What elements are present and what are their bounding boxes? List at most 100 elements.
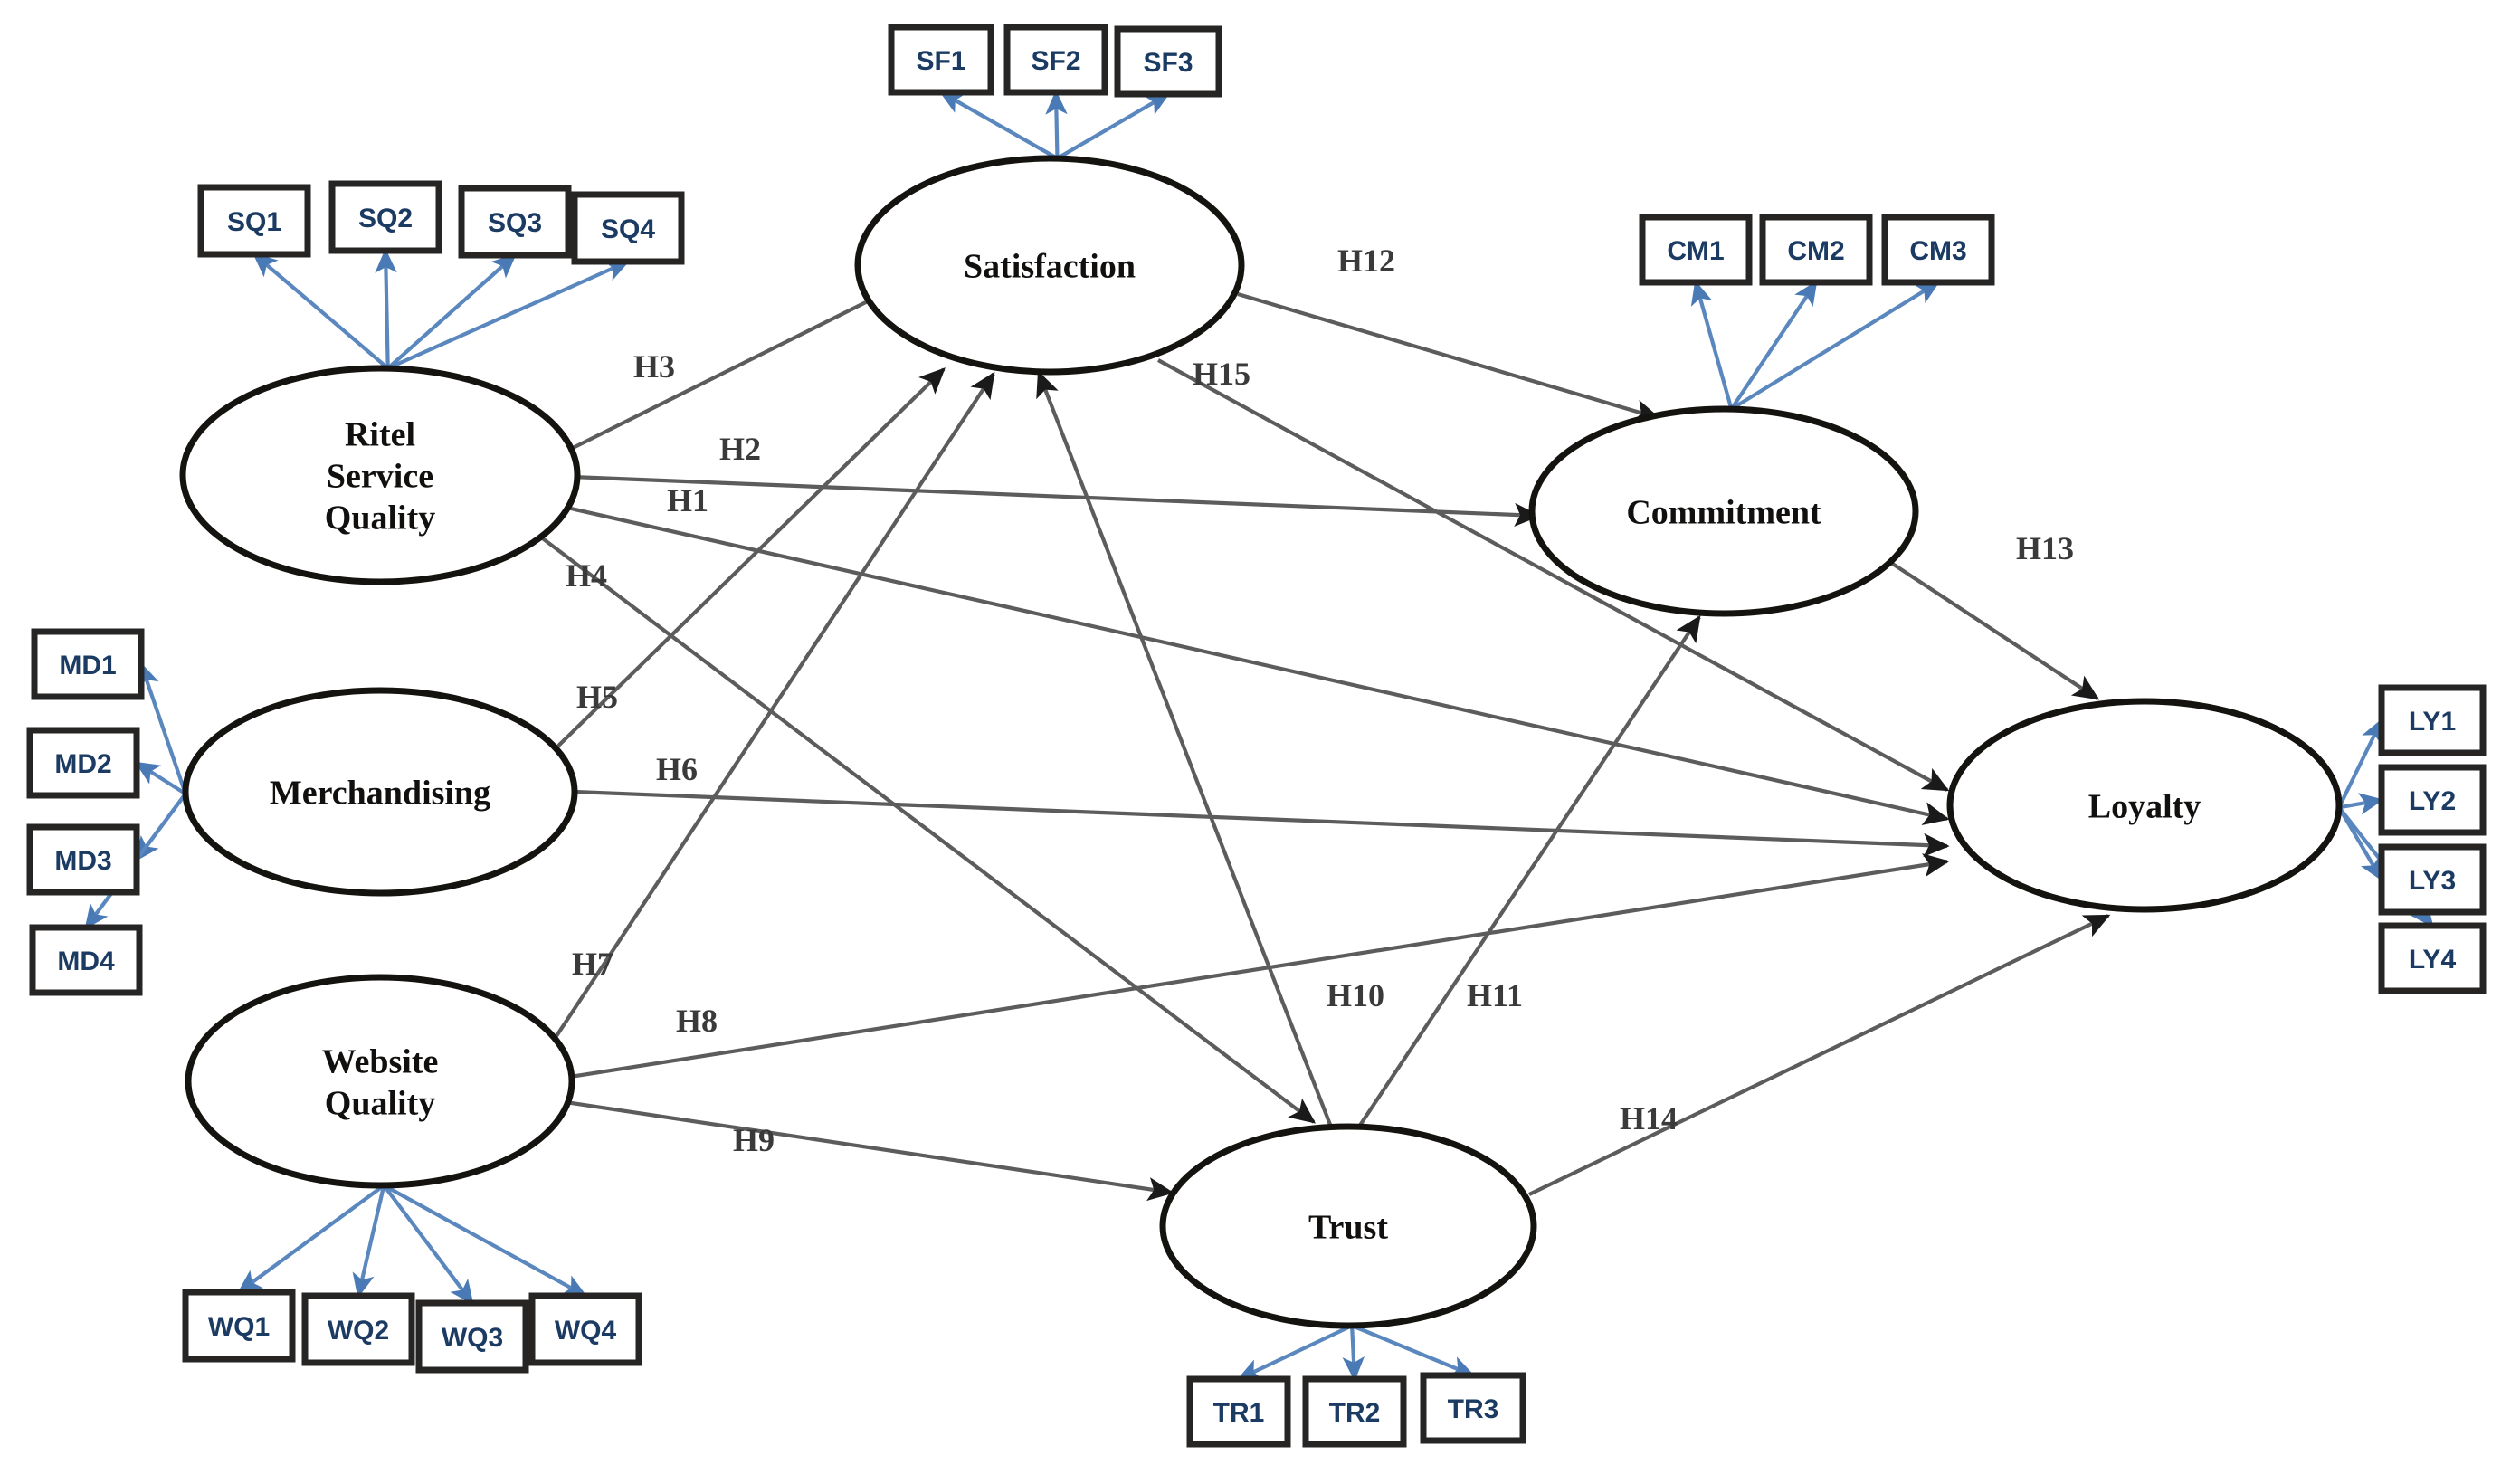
construct-layer: RitelServiceQualityMerchandisingWebsiteQ… bbox=[179, 155, 2343, 1329]
indicator-MD3[interactable]: MD3 bbox=[26, 823, 140, 896]
indicator-label-SF3: SF3 bbox=[1143, 48, 1193, 78]
indicator-WQ2[interactable]: WQ2 bbox=[301, 1292, 415, 1366]
construct-ellipse-trs[interactable] bbox=[1159, 1123, 1537, 1329]
indicator-SQ4[interactable]: SQ4 bbox=[571, 191, 685, 265]
hypothesis-path-H5[interactable] bbox=[548, 367, 946, 756]
indicator-label-SF1: SF1 bbox=[916, 46, 965, 76]
indicator-LY2[interactable]: LY2 bbox=[2378, 764, 2487, 836]
construct-ellipse-loy[interactable] bbox=[1946, 698, 2343, 913]
measurement-arrow-TR1 bbox=[1236, 1324, 1353, 1381]
indicator-box-MD2[interactable] bbox=[26, 727, 140, 799]
construct-mrc[interactable]: Merchandising bbox=[182, 687, 578, 897]
indicator-box-SF2[interactable] bbox=[1003, 24, 1108, 96]
indicator-LY4[interactable]: LY4 bbox=[2378, 922, 2487, 994]
indicator-box-CM1[interactable] bbox=[1639, 214, 1753, 286]
indicator-box-TR2[interactable] bbox=[1302, 1375, 1407, 1448]
indicator-label-WQ1: WQ1 bbox=[208, 1312, 270, 1342]
construct-ellipse-sat[interactable] bbox=[854, 155, 1245, 376]
indicator-SQ1[interactable]: SQ1 bbox=[197, 184, 311, 258]
hypothesis-path-H2[interactable] bbox=[571, 474, 1541, 528]
indicator-LY3[interactable]: LY3 bbox=[2378, 843, 2487, 916]
indicator-box-SQ2[interactable] bbox=[328, 180, 442, 254]
hypothesis-path-H13[interactable] bbox=[1889, 561, 2100, 700]
indicator-box-LY3[interactable] bbox=[2378, 843, 2487, 916]
indicator-box-SQ4[interactable] bbox=[571, 191, 685, 265]
indicator-label-SF2: SF2 bbox=[1031, 46, 1080, 76]
construct-ellipse-wbq[interactable] bbox=[185, 974, 575, 1189]
construct-loy[interactable]: Loyalty bbox=[1946, 698, 2343, 913]
indicator-MD1[interactable]: MD1 bbox=[31, 628, 145, 700]
measurement-arrow-WQ1 bbox=[237, 1184, 385, 1294]
indicator-label-CM3: CM3 bbox=[1909, 236, 1966, 266]
hypothesis-label-H15: H15 bbox=[1193, 356, 1250, 392]
indicator-box-TR1[interactable] bbox=[1186, 1375, 1291, 1448]
hypothesis-path-H7[interactable] bbox=[546, 371, 995, 1051]
indicator-label-WQ3: WQ3 bbox=[442, 1323, 503, 1353]
indicator-box-SF3[interactable] bbox=[1114, 25, 1222, 98]
construct-ellipse-mrc[interactable] bbox=[182, 687, 578, 897]
indicator-CM3[interactable]: CM3 bbox=[1881, 214, 1995, 286]
indicator-box-TR3[interactable] bbox=[1420, 1372, 1526, 1444]
indicator-TR1[interactable]: TR1 bbox=[1186, 1375, 1291, 1448]
indicator-SQ2[interactable]: SQ2 bbox=[328, 180, 442, 254]
indicator-WQ1[interactable]: WQ1 bbox=[182, 1289, 296, 1363]
measurement-arrow-SF1 bbox=[938, 90, 1059, 160]
indicator-WQ4[interactable]: WQ4 bbox=[528, 1292, 642, 1366]
indicator-box-CM2[interactable] bbox=[1759, 214, 1873, 286]
construct-ellipse-rsq[interactable] bbox=[179, 365, 581, 585]
hypothesis-path-H15[interactable] bbox=[1156, 358, 1950, 792]
indicator-box-MD3[interactable] bbox=[26, 823, 140, 896]
hypothesis-path-H4[interactable] bbox=[538, 535, 1317, 1124]
indicator-box-WQ3[interactable] bbox=[415, 1299, 529, 1374]
indicator-TR3[interactable]: TR3 bbox=[1420, 1372, 1526, 1444]
indicator-box-MD4[interactable] bbox=[29, 924, 143, 996]
indicator-box-SF1[interactable] bbox=[888, 24, 994, 96]
hypothesis-path-H11[interactable] bbox=[1355, 614, 1701, 1131]
construct-sat[interactable]: Satisfaction bbox=[854, 155, 1245, 376]
indicator-SF1[interactable]: SF1 bbox=[888, 24, 994, 96]
indicator-WQ3[interactable]: WQ3 bbox=[415, 1299, 529, 1374]
indicator-box-LY1[interactable] bbox=[2378, 684, 2487, 756]
indicator-SQ3[interactable]: SQ3 bbox=[458, 185, 572, 259]
indicator-TR2[interactable]: TR2 bbox=[1302, 1375, 1407, 1448]
hypothesis-path-H12[interactable] bbox=[1237, 291, 1661, 423]
hypothesis-path-H6[interactable] bbox=[574, 789, 1950, 858]
measurement-arrow-TR3 bbox=[1351, 1324, 1476, 1378]
hypothesis-path-H14[interactable] bbox=[1528, 914, 2111, 1196]
indicator-label-SQ1: SQ1 bbox=[227, 207, 281, 237]
hypothesis-label-H3: H3 bbox=[633, 348, 675, 385]
indicator-label-LY2: LY2 bbox=[2409, 786, 2456, 816]
indicator-label-SQ3: SQ3 bbox=[488, 208, 542, 238]
indicator-box-SQ1[interactable] bbox=[197, 184, 311, 258]
indicator-label-CM2: CM2 bbox=[1787, 236, 1844, 266]
construct-ellipse-cmt[interactable] bbox=[1528, 405, 1919, 617]
indicator-CM1[interactable]: CM1 bbox=[1639, 214, 1753, 286]
indicator-box-WQ1[interactable] bbox=[182, 1289, 296, 1363]
hypothesis-path-H8[interactable] bbox=[569, 853, 1950, 1080]
indicator-MD4[interactable]: MD4 bbox=[29, 924, 143, 996]
indicator-box-LY4[interactable] bbox=[2378, 922, 2487, 994]
hypothesis-label-H10: H10 bbox=[1327, 977, 1384, 1013]
hypothesis-path-H1[interactable] bbox=[562, 504, 1950, 826]
indicator-SF2[interactable]: SF2 bbox=[1003, 24, 1108, 96]
indicator-LY1[interactable]: LY1 bbox=[2378, 684, 2487, 756]
indicator-MD2[interactable]: MD2 bbox=[26, 727, 140, 799]
indicator-box-SQ3[interactable] bbox=[458, 185, 572, 259]
indicator-box-LY2[interactable] bbox=[2378, 764, 2487, 836]
hypothesis-path-H10[interactable] bbox=[1036, 370, 1334, 1130]
indicator-box-CM3[interactable] bbox=[1881, 214, 1995, 286]
construct-trs[interactable]: Trust bbox=[1159, 1123, 1537, 1329]
construct-cmt[interactable]: Commitment bbox=[1528, 405, 1919, 617]
hypothesis-path-H3[interactable] bbox=[557, 288, 894, 457]
indicator-box-MD1[interactable] bbox=[31, 628, 145, 700]
indicator-CM2[interactable]: CM2 bbox=[1759, 214, 1873, 286]
indicator-SF3[interactable]: SF3 bbox=[1114, 25, 1222, 98]
indicator-label-TR2: TR2 bbox=[1329, 1398, 1381, 1428]
indicator-label-SQ2: SQ2 bbox=[358, 204, 413, 233]
indicator-box-WQ2[interactable] bbox=[301, 1292, 415, 1366]
hypothesis-path-H9[interactable] bbox=[565, 1099, 1174, 1202]
indicator-box-WQ4[interactable] bbox=[528, 1292, 642, 1366]
